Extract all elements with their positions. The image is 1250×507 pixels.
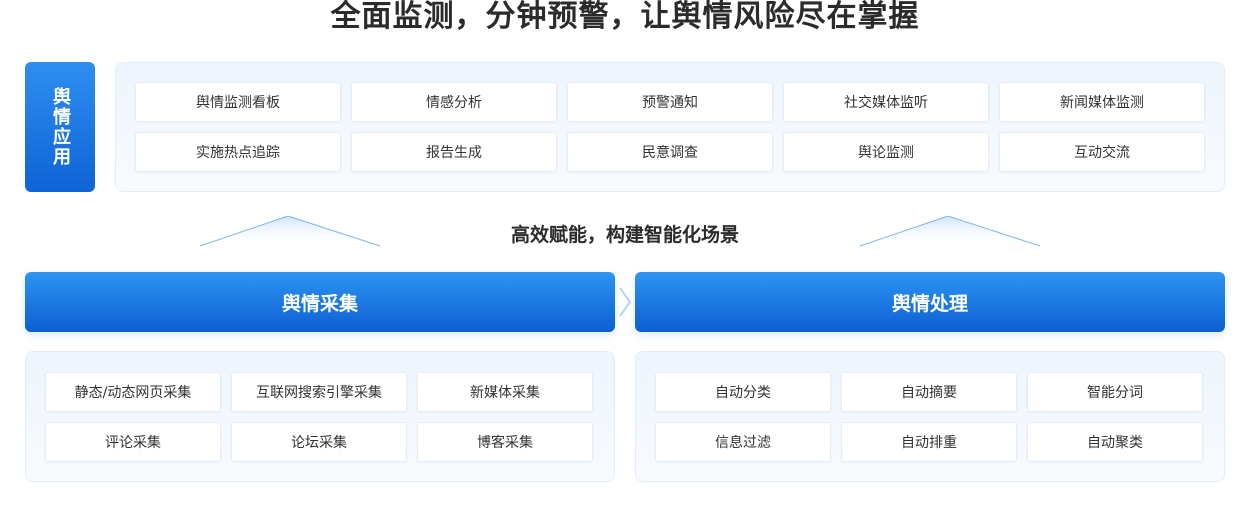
triangle-decoration-left	[200, 216, 380, 247]
process-items-grid: 自动分类 自动摘要 智能分词 信息过滤 自动排重 自动聚类	[655, 372, 1203, 462]
triangle-decoration-right	[860, 216, 1040, 247]
process-item-classify[interactable]: 自动分类	[655, 372, 831, 412]
page-title: 全面监测，分钟预警，让舆情风险尽在掌握	[330, 0, 920, 34]
app-item-hotspot[interactable]: 实施热点追踪	[135, 132, 341, 172]
app-item-interaction[interactable]: 互动交流	[999, 132, 1205, 172]
process-item-segmentation[interactable]: 智能分词	[1027, 372, 1203, 412]
process-item-summary[interactable]: 自动摘要	[841, 372, 1017, 412]
app-items-grid: 舆情监测看板 情感分析 预警通知 社交媒体监听 新闻媒体监测 实施热点追踪 报告…	[135, 82, 1205, 172]
collect-item-search-engine[interactable]: 互联网搜索引擎采集	[231, 372, 407, 412]
app-item-survey[interactable]: 民意调查	[567, 132, 773, 172]
app-item-dashboard[interactable]: 舆情监测看板	[135, 82, 341, 122]
app-section-label: 舆情应用	[25, 62, 95, 192]
app-item-news[interactable]: 新闻媒体监测	[999, 82, 1205, 122]
collect-item-blog[interactable]: 博客采集	[417, 422, 593, 462]
app-item-social[interactable]: 社交媒体监听	[783, 82, 989, 122]
process-item-cluster[interactable]: 自动聚类	[1027, 422, 1203, 462]
app-item-sentiment[interactable]: 情感分析	[351, 82, 557, 122]
app-item-report[interactable]: 报告生成	[351, 132, 557, 172]
section-subtitle: 高效赋能，构建智能化场景	[510, 224, 739, 246]
app-item-opinion[interactable]: 舆论监测	[783, 132, 989, 172]
chevron-right-icon	[619, 287, 632, 317]
process-header: 舆情处理	[635, 272, 1225, 332]
collect-header: 舆情采集	[25, 272, 615, 332]
process-item-filter[interactable]: 信息过滤	[655, 422, 831, 462]
collect-items-grid: 静态/动态网页采集 互联网搜索引擎采集 新媒体采集 评论采集 论坛采集 博客采集	[45, 372, 593, 462]
collect-item-web[interactable]: 静态/动态网页采集	[45, 372, 221, 412]
app-item-alert[interactable]: 预警通知	[567, 82, 773, 122]
collect-item-comments[interactable]: 评论采集	[45, 422, 221, 462]
process-item-dedup[interactable]: 自动排重	[841, 422, 1017, 462]
collect-item-new-media[interactable]: 新媒体采集	[417, 372, 593, 412]
collect-item-forum[interactable]: 论坛采集	[231, 422, 407, 462]
